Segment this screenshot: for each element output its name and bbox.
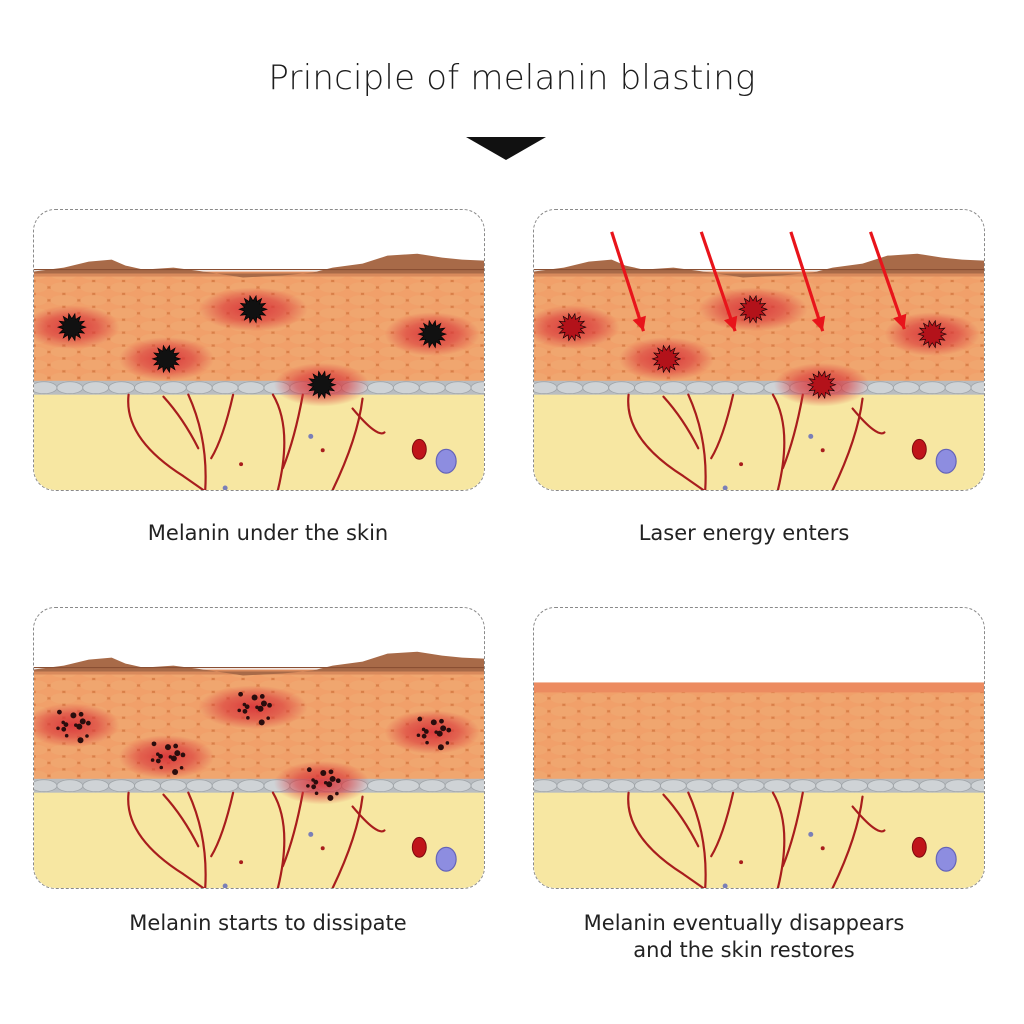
- caption-skin-restored: Melanin eventually disappears and the sk…: [509, 910, 979, 964]
- dissipating-melanin-particles: [150, 741, 186, 776]
- heated-melanin-icon: [917, 319, 948, 349]
- melanin-cluster-icon: [306, 370, 337, 400]
- panel-melanin-under-skin: [33, 209, 485, 491]
- small-cell-dot: [820, 846, 825, 851]
- small-cell-dot: [739, 860, 744, 865]
- basal-layer: [534, 778, 984, 793]
- basal-layer: [534, 380, 984, 395]
- caption-melanin-under-skin: Melanin under the skin: [147, 521, 389, 545]
- dissipating-melanin-particles: [306, 767, 341, 801]
- heated-melanin-icon: [651, 344, 682, 374]
- melanin-cluster-icon: [151, 344, 182, 374]
- heated-melanin-icon: [806, 370, 837, 400]
- dermis-layer: [34, 784, 484, 888]
- small-cell-dot: [722, 485, 728, 490]
- dermis-layer: [534, 386, 984, 490]
- red-blood-cell-icon: [411, 836, 427, 858]
- small-cell-dot: [808, 433, 814, 439]
- inflamed-area: [273, 760, 370, 805]
- dissipating-melanin-particles: [237, 691, 272, 726]
- dead-skin-layer: [34, 253, 484, 278]
- caption-laser-energy-enters: Laser energy enters: [638, 521, 850, 545]
- basal-layer: [34, 380, 484, 395]
- small-cell-dot: [222, 883, 228, 888]
- melanin-cluster-icon: [417, 319, 448, 349]
- laser-arrow-icon: [789, 231, 826, 332]
- small-cell-dot: [320, 846, 325, 851]
- small-cell-dot: [239, 462, 244, 467]
- dermis-layer: [534, 784, 984, 888]
- small-cell-dot: [820, 448, 825, 453]
- skin-surface: [534, 682, 984, 693]
- small-cell-dot: [722, 883, 728, 888]
- small-cell-dot: [308, 433, 314, 439]
- blood-vessels: [627, 791, 886, 888]
- small-cell-dot: [808, 831, 814, 837]
- blood-vessels: [127, 791, 386, 888]
- heated-melanin-icon: [738, 294, 768, 324]
- caption-line-2: and the skin restores: [633, 938, 855, 962]
- skin-cross-section-illustration: [534, 231, 984, 490]
- small-cell-dot: [308, 831, 314, 837]
- melanin-cluster-icon: [238, 294, 268, 324]
- red-blood-cell-icon: [911, 836, 927, 858]
- melanin-cluster-icon: [56, 312, 87, 342]
- small-cell-dot: [239, 860, 244, 865]
- dermis-layer: [34, 386, 484, 490]
- caption-melanin-dissipate: Melanin starts to dissipate: [129, 911, 407, 935]
- small-cell-dot: [739, 462, 744, 467]
- white-blood-cell-icon: [935, 448, 957, 474]
- laser-arrow-icon: [610, 231, 646, 332]
- epidermis-layer: [534, 682, 984, 785]
- basal-layer: [34, 778, 484, 793]
- panel-skin-restored: [533, 607, 985, 889]
- dissipating-melanin-particles: [56, 709, 91, 744]
- heated-melanin-icon: [556, 312, 587, 342]
- page-title: Principle of melanin blasting: [268, 58, 756, 98]
- panel-laser-energy-enters: [533, 209, 985, 491]
- skin-cross-section-illustration: [34, 253, 484, 490]
- white-blood-cell-icon: [935, 846, 957, 872]
- inflamed-area: [198, 685, 308, 730]
- down-arrow-icon: [466, 137, 546, 160]
- panel-melanin-dissipate: [33, 607, 485, 889]
- skin-cross-section-illustration: [34, 651, 484, 888]
- small-cell-dot: [320, 448, 325, 453]
- dead-skin-layer: [534, 253, 984, 278]
- inflamed-area: [384, 710, 481, 754]
- small-cell-dot: [222, 485, 228, 490]
- skin-cross-section-illustration: [534, 682, 984, 888]
- red-blood-cell-icon: [911, 438, 927, 460]
- red-blood-cell-icon: [411, 438, 427, 460]
- blood-vessels: [627, 393, 886, 490]
- dead-skin-layer: [34, 651, 484, 676]
- laser-arrow-icon: [699, 231, 738, 332]
- white-blood-cell-icon: [435, 448, 457, 474]
- dissipating-melanin-particles: [416, 716, 452, 751]
- laser-arrow-icon: [868, 231, 907, 330]
- white-blood-cell-icon: [435, 846, 457, 872]
- caption-line-1: Melanin eventually disappears: [583, 911, 905, 935]
- inflamed-area: [118, 735, 215, 779]
